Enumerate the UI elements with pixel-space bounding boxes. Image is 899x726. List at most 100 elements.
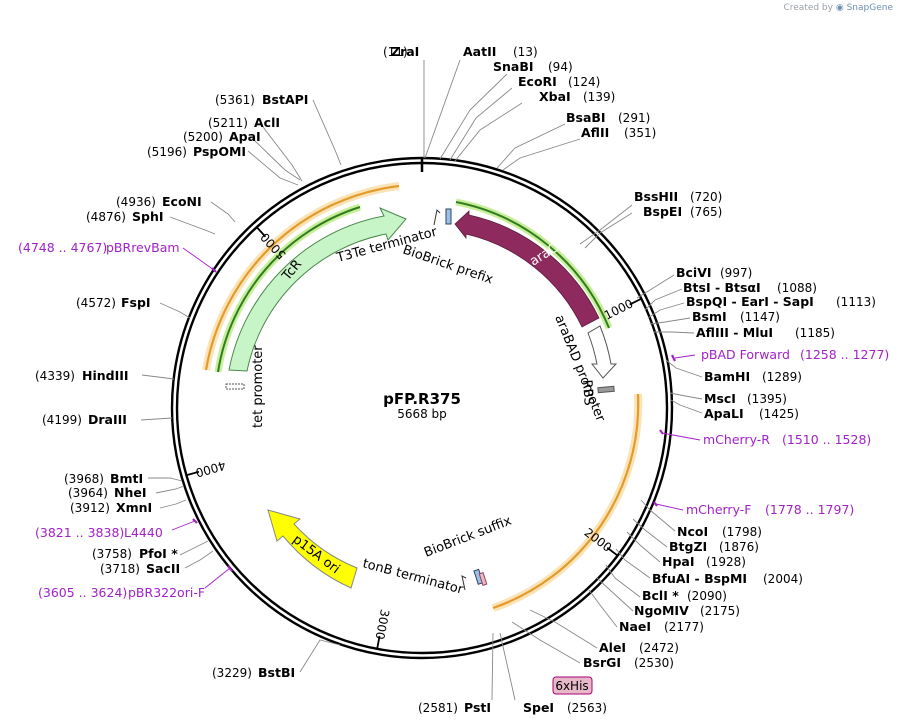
- biobrick-prefix-label: BioBrick prefix: [401, 243, 495, 288]
- site-pos: (2004): [763, 572, 803, 586]
- site-pos: (1088): [777, 281, 817, 295]
- site-pos: (4339): [35, 369, 75, 383]
- his-tag-label: 6xHis: [555, 679, 588, 693]
- site-pos: (139): [583, 90, 615, 104]
- primer-range: (1258 .. 1277): [800, 347, 889, 362]
- site-name: EcoNI: [162, 194, 202, 209]
- site-name: SnaBI: [493, 59, 534, 74]
- primer-range: (1510 .. 1528): [782, 432, 871, 447]
- site-pos: (1147): [740, 310, 780, 324]
- tick-mark: [186, 470, 200, 477]
- site-pos: (2581): [418, 701, 458, 715]
- his-tag-badge: [552, 676, 593, 695]
- site-pos: (1113): [836, 295, 876, 309]
- site-pos: (3964): [68, 486, 108, 500]
- site-name: BspQI - EarI - SapI: [686, 294, 814, 309]
- site-pos: (720): [690, 190, 722, 204]
- site-name: BssHII: [634, 189, 678, 204]
- tick-mark: [606, 546, 619, 557]
- site-pos: (5200): [183, 130, 223, 144]
- site-pos: (291): [618, 111, 650, 125]
- site-pos: (13): [513, 45, 538, 59]
- site-name: FspI: [121, 295, 151, 310]
- primer-name: mCherry-R: [703, 432, 770, 447]
- site-pos: (2563): [567, 701, 607, 715]
- p15a-ori-label: p15A ori: [290, 532, 343, 577]
- site-pos: (5196): [147, 145, 187, 159]
- primer-name: pBRrevBam: [106, 240, 180, 255]
- arabad-promoter-feature: [587, 325, 618, 379]
- plasmid-name: pFP.R375: [383, 390, 461, 408]
- site-pos: (4936): [116, 195, 156, 209]
- site-pos: (1798): [722, 525, 762, 539]
- primer-range: (1778 .. 1797): [765, 502, 854, 517]
- site-pos: (4876): [86, 210, 126, 224]
- tick-label: 1000: [602, 296, 636, 322]
- site-pos: (765): [690, 205, 722, 219]
- site-name: BclI *: [642, 588, 679, 603]
- site-name: BstBI: [258, 665, 295, 680]
- site-name: DraIII: [88, 412, 127, 427]
- site-name: PfoI *: [139, 546, 178, 561]
- site-pos: (3229): [212, 666, 252, 680]
- site-pos: (2530): [634, 656, 674, 670]
- site-pos: (351): [624, 126, 656, 140]
- biobrick-suffix-label: BioBrick suffix: [422, 513, 514, 560]
- tick-mark: [376, 635, 381, 650]
- site-name: ZraI: [391, 44, 419, 59]
- tcr-feature: [228, 207, 407, 372]
- site-name: BspEI: [643, 204, 682, 219]
- site-name: HpaI: [662, 554, 695, 569]
- tonb-terminator-icon: [461, 575, 467, 591]
- site-pos: (3968): [64, 472, 104, 486]
- site-name: BciVI: [676, 265, 712, 280]
- site-name: XbaI: [539, 89, 571, 104]
- site-name: SpeI: [523, 700, 554, 715]
- site-pos: (2175): [700, 604, 740, 618]
- site-pos: (5361): [215, 93, 255, 107]
- site-pos: (1425): [759, 407, 799, 421]
- site-pos: (11): [383, 45, 408, 59]
- site-name: AflIII - MluI: [696, 325, 773, 340]
- site-name: PspOMI: [193, 144, 246, 159]
- primer-labels: pBAD Forward (1258 .. 1277) mCherry-R (1…: [18, 240, 889, 600]
- site-name: ApaI: [229, 129, 261, 144]
- site-pos: (94): [548, 60, 573, 74]
- site-pos: (4199): [42, 413, 82, 427]
- site-name: SphI: [132, 209, 164, 224]
- p15a-ori-feature: [267, 509, 358, 589]
- credit-brand: SnapGene: [846, 3, 893, 13]
- arac-feature: [454, 210, 600, 328]
- site-name: NcoI: [677, 524, 708, 539]
- rbs-label: RBS: [579, 379, 596, 406]
- site-name: NaeI: [619, 619, 651, 634]
- site-name: NgoMIV: [634, 603, 689, 618]
- site-pos: (124): [568, 75, 600, 89]
- tick-mark: [256, 226, 267, 238]
- tick-label: 4000: [194, 458, 227, 480]
- tet-promoter-label: tet promoter: [251, 345, 266, 428]
- rbs-feature: [597, 385, 615, 394]
- site-name: BsmI: [692, 309, 727, 324]
- site-name: HindIII: [82, 368, 129, 383]
- site-pos: (3912): [70, 501, 110, 515]
- site-name: BfuAI - BspMI: [652, 571, 747, 586]
- site-name: BmtI: [110, 471, 143, 486]
- site-pos: (2472): [639, 641, 679, 655]
- site-name: NheI: [114, 485, 147, 500]
- primer-range: (3821 .. 3838): [35, 525, 124, 540]
- site-name: XmnI: [116, 500, 152, 515]
- tet-promoter-feature: [225, 383, 245, 390]
- site-pos: (1289): [762, 370, 802, 384]
- plasmid-size: 5668 bp: [397, 407, 447, 421]
- site-name: BsaBI: [566, 110, 606, 125]
- site-pos: (997): [720, 266, 752, 280]
- site-name: MscI: [704, 391, 736, 406]
- site-name: AatII: [463, 44, 496, 59]
- site-name: ApaLI: [704, 406, 744, 421]
- site-pos: (1185): [795, 326, 835, 340]
- site-name: EcoRI: [518, 74, 557, 89]
- site-pos: (2090): [687, 589, 727, 603]
- site-name: BtsI - BtsαI: [683, 280, 761, 295]
